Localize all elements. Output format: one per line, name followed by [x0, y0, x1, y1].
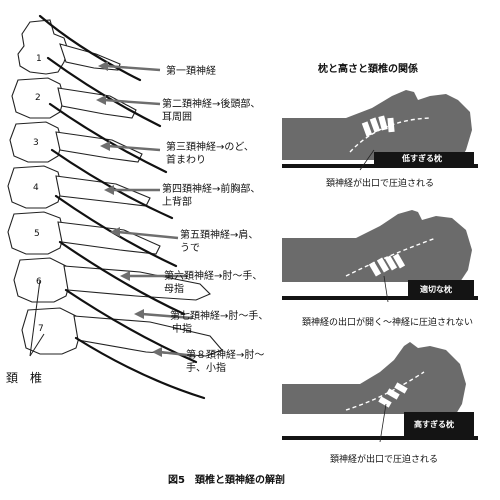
nerve-label-4-sub: 上背部: [162, 195, 192, 208]
vertebra-7-process: [73, 315, 223, 357]
vertebra-number-6: 6: [36, 277, 42, 287]
panel-caption-1: 頚神経が出口で圧迫される: [326, 177, 434, 189]
nerve-labels: 第一頚神経 第二頚神経→後頭部、 耳周囲 第三頚神経→のど、 首まわり 第四頚神…: [162, 64, 268, 374]
panel-caption-3: 頚神経が出口で圧迫される: [330, 453, 438, 465]
nerve-label-5: 第五頚神経→肩、: [180, 228, 258, 241]
nerve-8: [74, 336, 206, 400]
pillow-2: [408, 280, 474, 296]
nerve-label-6: 第六頚神経→肘〜手、: [164, 269, 262, 282]
panel-proper-pillow: 適切な枕 頚神経の出口が開く〜神経に圧迫されない: [282, 210, 478, 328]
vertebra-4: [7, 165, 63, 209]
head-silhouette-2: [282, 210, 472, 282]
vertebra-numbers: 1 2 3 4 5 6 7: [33, 54, 44, 334]
vertebra-number-2: 2: [35, 93, 41, 103]
cervical-callout: 頚 椎: [6, 279, 45, 385]
vertebra-7: [21, 307, 81, 355]
vertebra-3: [9, 121, 63, 163]
vertebra-2: [11, 77, 65, 119]
vertebra-number-4: 4: [33, 183, 39, 193]
pillow-label-1: 低すぎる枕: [401, 153, 442, 163]
pillow-label-2: 適切な枕: [420, 284, 452, 294]
nerve-label-3: 第三頚神経→のど、: [166, 140, 254, 153]
pillow-3: [404, 412, 474, 436]
nerve-label-5-sub: うで: [180, 242, 200, 254]
head-silhouette-3: [282, 342, 466, 414]
pointer-arrows: [96, 61, 197, 358]
nerve-label-1: 第一頚神経: [166, 64, 216, 77]
nerve-2: [46, 56, 162, 128]
panel-high-pillow: 高すぎる枕 頚神経が出口で圧迫される: [282, 342, 478, 465]
nerve-label-8: 第８頚神経→肘〜: [186, 348, 264, 361]
vertebra-1: [17, 19, 69, 75]
vertebra-6: [13, 257, 71, 303]
panel-low-pillow: 低すぎる枕 頚神経が出口で圧迫される: [282, 90, 478, 189]
nerve-label-2-sub: 耳周囲: [162, 111, 192, 123]
vertebra-number-1: 1: [36, 54, 42, 64]
spine-marks-2: [368, 253, 406, 277]
figure-caption: 図5 頚椎と頚神経の解剖: [168, 473, 285, 486]
nerve-label-3-sub: 首まわり: [166, 153, 206, 166]
cervical-label: 頚 椎: [6, 370, 42, 385]
nerve-label-2: 第二頚神経→後頭部、: [162, 97, 260, 110]
vertebra-5: [7, 211, 65, 255]
spine-marks-3: [378, 382, 408, 408]
vertebra-3-process: [55, 131, 143, 163]
nerve-1: [38, 14, 142, 82]
nerve-label-4: 第四頚神経→前胸部、: [162, 182, 260, 195]
vertebra-number-5: 5: [34, 229, 40, 239]
nerve-3: [48, 102, 168, 174]
vertebra-2-process: [57, 87, 137, 119]
right-title: 枕と高さと頚椎の関係: [318, 62, 418, 75]
pillow-label-3: 高すぎる枕: [414, 419, 454, 429]
cervical-spine: 1 2 3 4 5 6 7: [6, 14, 268, 400]
nerve-label-6-sub: 母指: [164, 282, 184, 295]
spine-marks-1: [361, 115, 395, 137]
vertebra-number-3: 3: [33, 138, 39, 148]
nerve-label-7: 第七頚神経→肘〜手、: [170, 309, 268, 322]
pillow-1: [374, 152, 474, 164]
vertebra-number-7: 7: [38, 324, 44, 334]
nerve-6: [58, 240, 186, 316]
nerve-label-7-sub: 中指: [172, 322, 192, 335]
vertebra-6-process: [63, 265, 211, 301]
panel-caption-2: 頚神経の出口が開く〜神経に圧迫されない: [302, 316, 473, 328]
nerve-label-8-sub: 手、小指: [186, 361, 226, 374]
